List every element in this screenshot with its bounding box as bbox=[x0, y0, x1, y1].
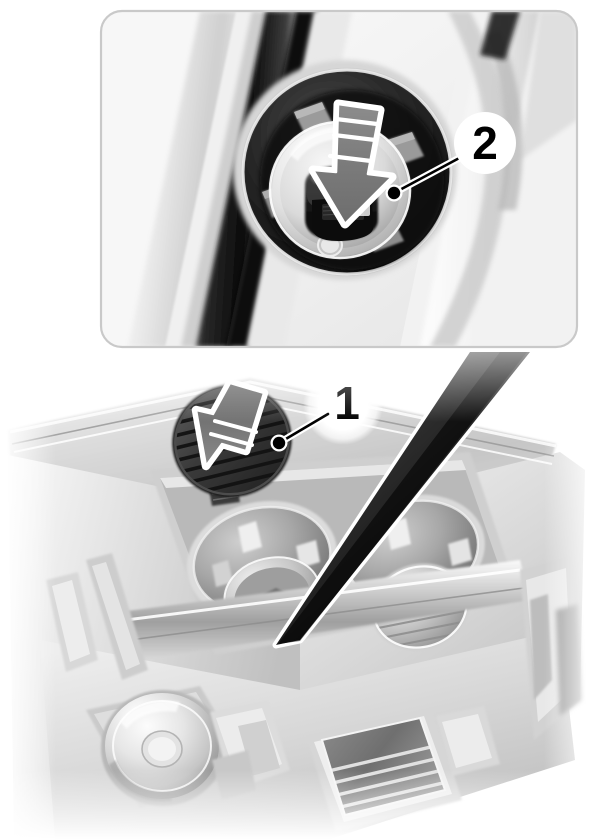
fade-top bbox=[0, 352, 600, 422]
cup-holder-tray bbox=[120, 452, 530, 660]
callout-2-label: 2 bbox=[472, 117, 498, 169]
callout-2-anchor-dot bbox=[387, 186, 401, 200]
console-side-slots bbox=[46, 553, 148, 680]
inset-content bbox=[101, 11, 577, 347]
detail-inset: 2 bbox=[99, 9, 579, 349]
inset-border bbox=[99, 9, 579, 349]
callout-2-circle bbox=[454, 112, 516, 174]
callout-1-anchor-dot bbox=[272, 436, 286, 450]
fade-left bbox=[0, 352, 56, 839]
console-overview: 1 bbox=[0, 352, 600, 839]
push-down-arrow bbox=[308, 99, 397, 229]
fade-bottom bbox=[0, 770, 600, 839]
callout-2: 2 bbox=[454, 112, 516, 174]
fade-right bbox=[544, 352, 600, 839]
tapered-pointer bbox=[272, 352, 534, 649]
inset-right-trim bbox=[400, 11, 577, 347]
